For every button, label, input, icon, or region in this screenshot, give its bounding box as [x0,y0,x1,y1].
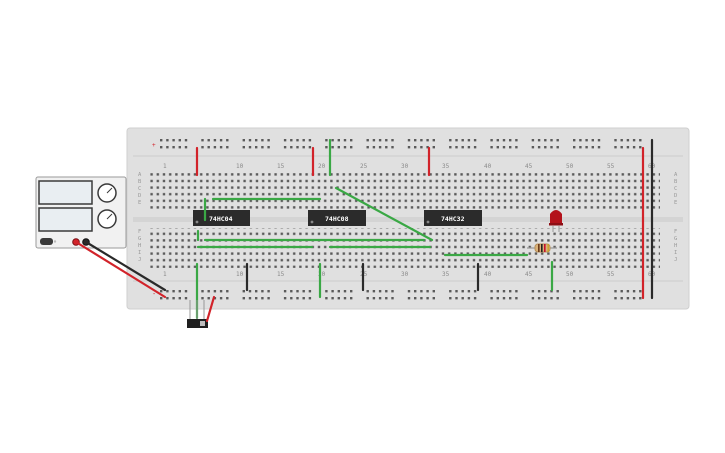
col-label: 45 [525,163,533,170]
row-label: H [674,243,677,249]
col-label: 20 [318,163,326,170]
red-led[interactable] [549,210,563,232]
row-label: B [138,179,142,185]
row-label: H [138,243,141,249]
col-label: 10 [236,163,244,170]
row-label: G [138,236,141,242]
col-label: 40 [484,271,492,278]
row-letters-right: A B C D E F G H I J [674,172,678,263]
row-label: C [138,186,141,192]
row-label: F [674,229,677,235]
top-power-rail[interactable] [160,139,642,149]
col-label: 35 [442,271,450,278]
wire-red[interactable] [205,295,216,323]
col-label: 40 [484,163,492,170]
col-label: 45 [525,271,533,278]
row-label: B [674,179,678,185]
current-display [38,207,93,232]
chip-74hc08[interactable]: 74HC08 [308,210,366,226]
voltage-knob[interactable] [97,183,117,203]
col-label: 35 [442,163,450,170]
col-label: 50 [566,163,574,170]
chip-label: 74HC08 [325,215,349,223]
wires[interactable] [195,138,654,320]
row-label: I [674,250,677,256]
supply-leads[interactable] [74,240,167,299]
col-label: 20 [318,271,326,278]
row-label: C [674,186,677,192]
power-button[interactable] [40,238,53,245]
resistor[interactable] [527,243,557,253]
row-label: A [674,172,678,178]
chip-label: 74HC04 [209,215,233,223]
current-knob[interactable] [97,209,117,229]
chip-74hc04[interactable]: 74HC04 [193,210,250,226]
row-label: E [674,200,677,206]
col-label: 1 [163,163,167,170]
voltage-display [38,180,93,205]
bench-power-supply[interactable] [35,176,127,249]
col-label: 10 [236,271,244,278]
row-label: D [138,193,141,199]
row-label: F [138,229,141,235]
wire-black [84,240,167,292]
row-label: A [138,172,142,178]
chip-label: 74HC32 [441,215,465,223]
rail-minus-sign: - [152,290,156,298]
row-letters-left: A B C D E F G H I J [138,172,142,263]
row-label: E [138,200,141,206]
wire-red [74,240,167,299]
chip-74hc32[interactable]: 74HC32 [424,210,482,226]
terminal-strip-top[interactable] [150,170,660,210]
col-label: 15 [277,163,285,170]
col-label: 55 [607,271,615,278]
rail-plus-sign: + [152,142,156,149]
row-label: D [674,193,677,199]
col-label: 50 [566,271,574,278]
col-label: 25 [360,163,368,170]
col-label: 15 [277,271,285,278]
row-label: J [138,257,141,263]
row-label: G [674,236,677,242]
wire-green [334,186,434,242]
col-label: 1 [163,271,167,278]
col-label: 30 [401,163,409,170]
col-label: 30 [401,271,409,278]
col-label: 55 [607,163,615,170]
bottom-power-rail[interactable] [160,290,642,300]
slide-switch[interactable] [187,300,208,328]
row-label: I [138,250,141,256]
row-label: J [674,257,677,263]
